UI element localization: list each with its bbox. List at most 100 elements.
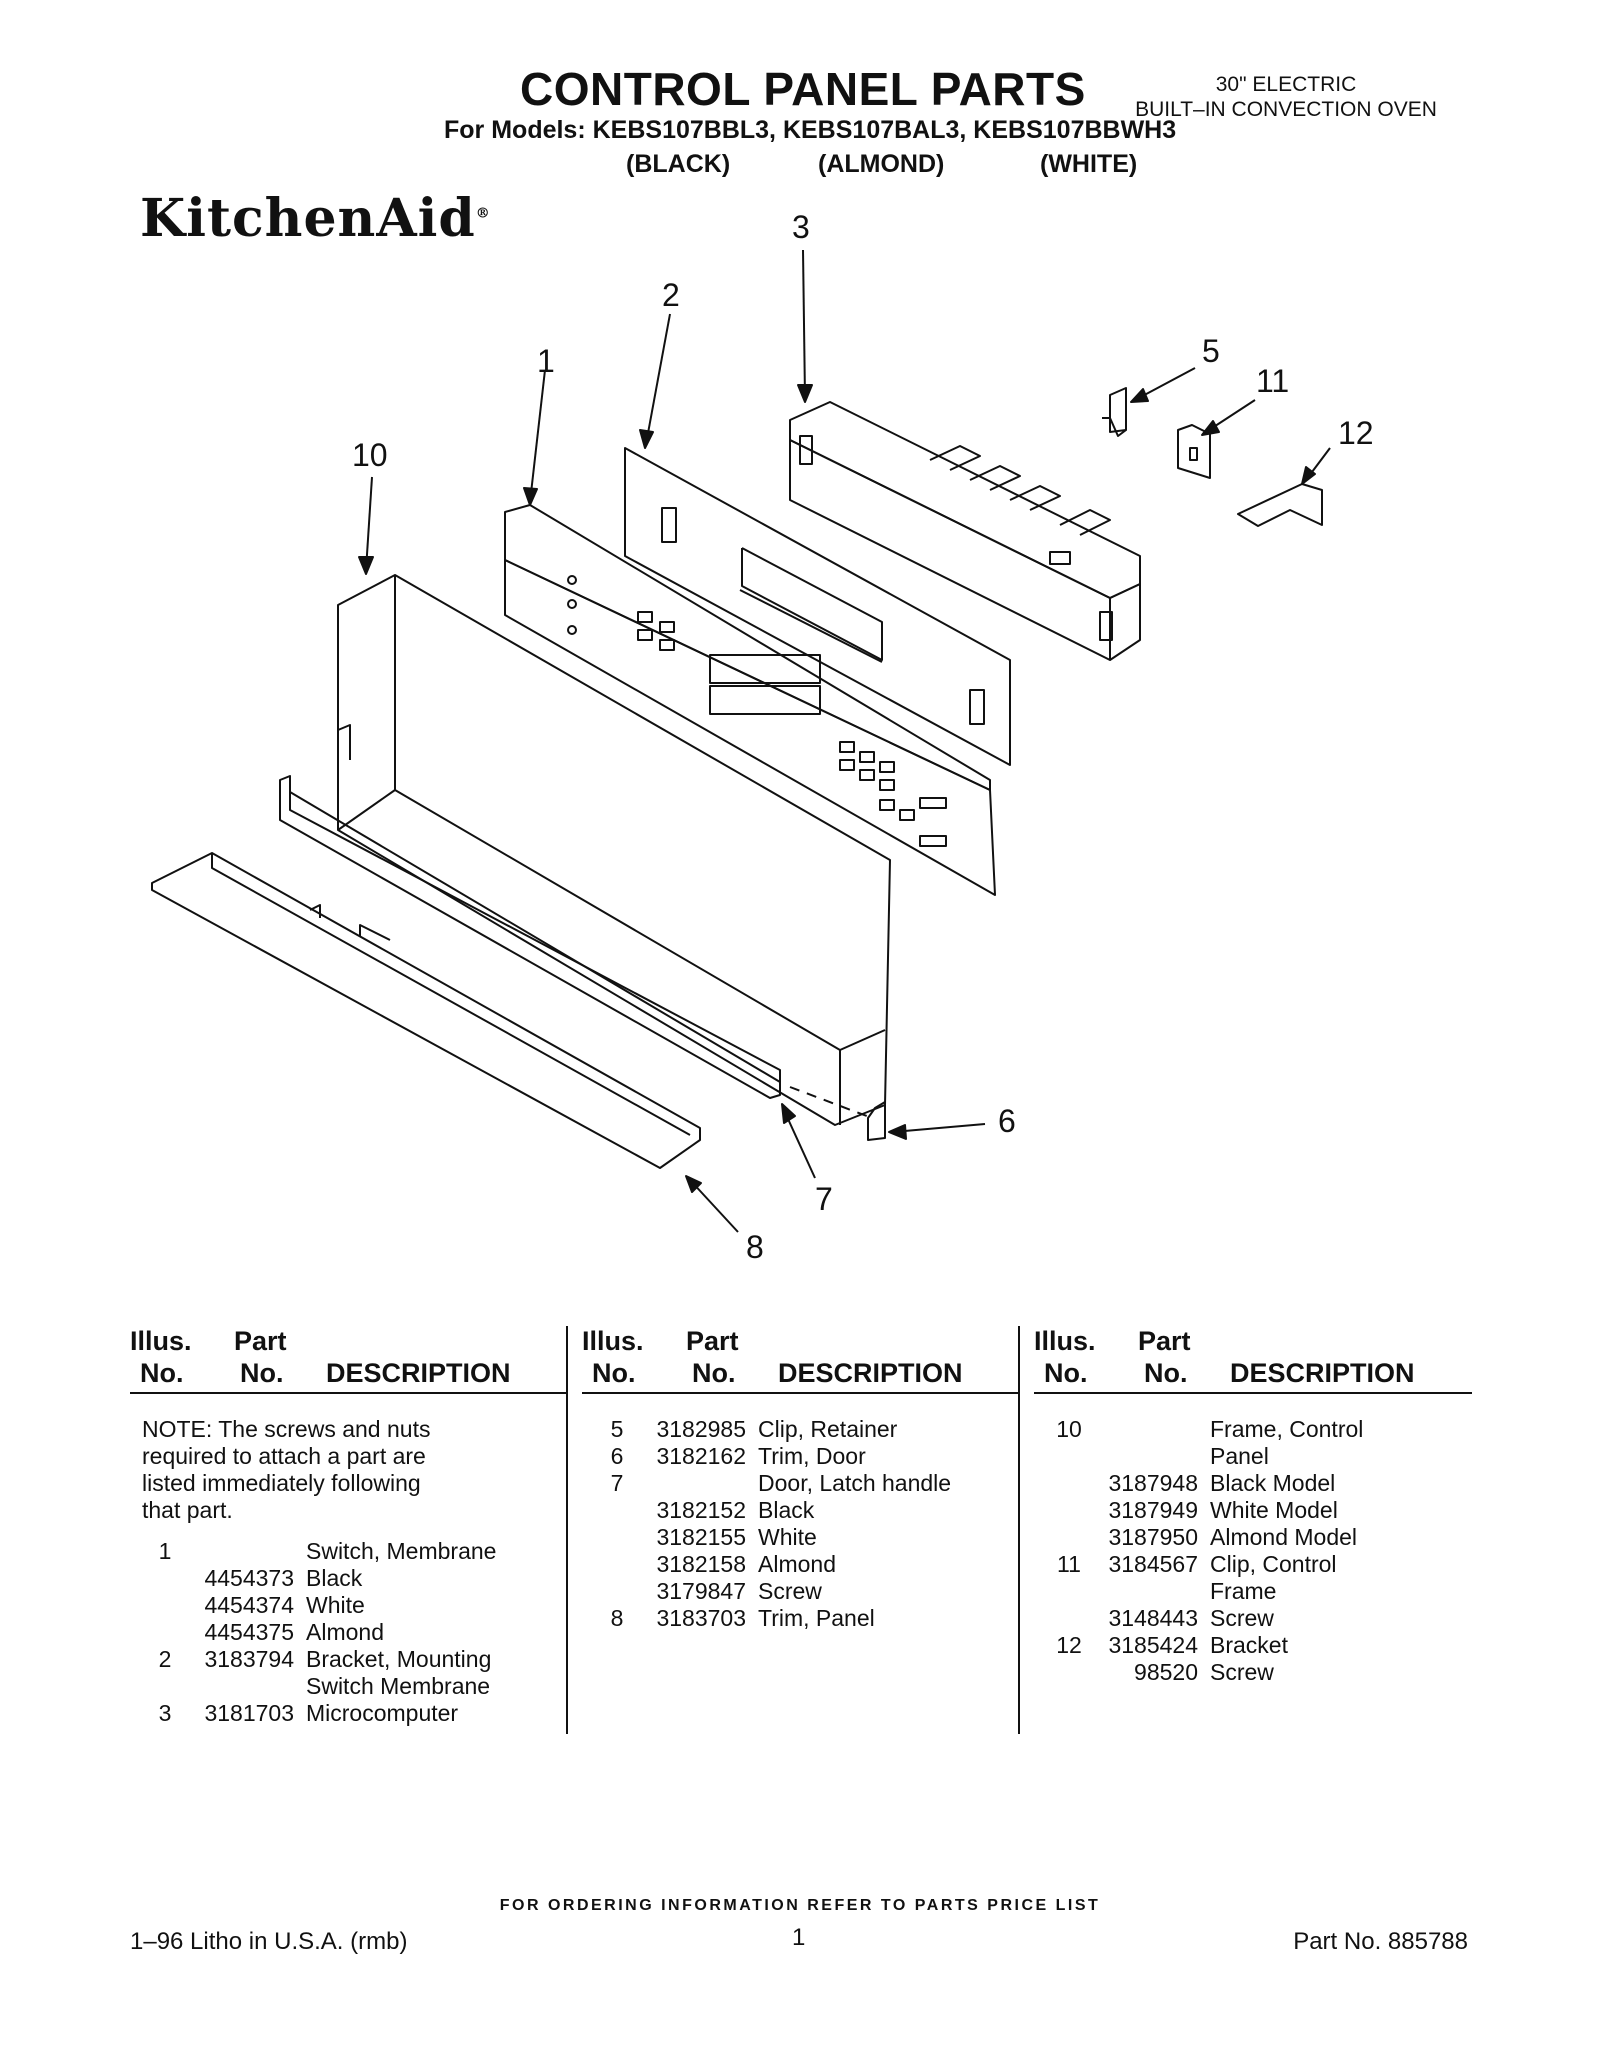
illus-no-cell: 3 (158, 1700, 172, 1726)
part-no-cell: 4454373 (204, 1565, 294, 1591)
description-cell: Switch, Membrane (306, 1538, 497, 1564)
part-no-cell: 3181703 (204, 1700, 294, 1726)
description-cell: Almond (306, 1619, 384, 1645)
table-row: 3182155 White (582, 1524, 1020, 1551)
description-cell: Screw (758, 1578, 822, 1604)
brand-logo-text: KitchenAid (140, 188, 476, 249)
header-illus-no: No. (592, 1358, 636, 1388)
part-no-cell: 3182158 (656, 1551, 746, 1577)
parts-column-3: Illus. No. Part No. DESCRIPTION 10 Frame,… (1034, 1326, 1472, 1686)
exploded-parts-diagram: 1 2 3 5 6 7 8 10 11 12 (151, 209, 1374, 1265)
illus-no-cell: 6 (610, 1443, 624, 1469)
note-line: listed immediately following (142, 1470, 421, 1496)
illus-no-cell: 1 (158, 1538, 172, 1564)
trim-door-part (789, 1086, 886, 1141)
header-description: DESCRIPTION (778, 1358, 963, 1388)
description-cell: Frame, Control (1210, 1416, 1364, 1442)
table-header: Illus. No. Part No. DESCRIPTION (1034, 1326, 1472, 1394)
header-illus: Illus. (582, 1326, 644, 1356)
part-no-cell: 4454375 (204, 1619, 294, 1645)
callout-11: 11 (1256, 363, 1289, 399)
callout-numbers: 1 2 3 5 6 7 8 10 11 12 (352, 209, 1374, 1265)
part-no-cell: 3182985 (656, 1416, 746, 1442)
description-cell: Almond (758, 1551, 836, 1577)
table-row: 3182152 Black (582, 1497, 1020, 1524)
header-part: Part (686, 1326, 739, 1356)
part-no-cell: 3182152 (656, 1497, 746, 1523)
header-part: Part (1138, 1326, 1191, 1356)
clip-retainer-part (1102, 387, 1127, 437)
header-description: DESCRIPTION (326, 1358, 511, 1388)
table-note: NOTE: The screws and nuts required to at… (130, 1416, 568, 1524)
description-cell: Screw (1210, 1605, 1274, 1631)
part-no-cell: 3183794 (204, 1646, 294, 1672)
callout-12: 12 (1338, 415, 1374, 451)
latch-handle-part (279, 775, 781, 1099)
bracket-part (1237, 483, 1323, 527)
table-row: 4454375 Almond (130, 1619, 568, 1646)
page-title: CONTROL PANEL PARTS (520, 63, 1086, 115)
table-row: 1 Switch, Membrane (130, 1538, 568, 1565)
switch-membrane-part (504, 504, 996, 896)
page-number: 1 (792, 1924, 806, 1951)
callout-5: 5 (1202, 333, 1220, 369)
header-part: Part (234, 1326, 287, 1356)
description-cell: Bracket, Mounting (306, 1646, 492, 1672)
description-cell: Black (306, 1565, 363, 1591)
illus-no-cell: 5 (610, 1416, 624, 1442)
header-illus-no: No. (1044, 1358, 1088, 1388)
header-illus-no: No. (140, 1358, 184, 1388)
product-type-line1: 30" ELECTRIC (1215, 73, 1357, 96)
description-cell: Trim, Door (758, 1443, 866, 1469)
document-part-number: Part No. 885788 (1293, 1928, 1468, 1955)
table-row: 3182158 Almond (582, 1551, 1020, 1578)
callout-6: 6 (998, 1103, 1016, 1139)
part-no-cell: 3187950 (1108, 1524, 1198, 1550)
column-divider (566, 1326, 568, 1734)
description-cell: White (758, 1524, 817, 1550)
description-cell: Frame (1210, 1578, 1277, 1604)
callout-7: 7 (815, 1181, 833, 1217)
table-row: 4454373 Black (130, 1565, 568, 1592)
description-cell: Trim, Panel (758, 1605, 875, 1631)
description-cell: Clip, Retainer (758, 1416, 898, 1442)
mounting-bracket-part (624, 447, 1011, 766)
column-divider (1018, 1326, 1020, 1734)
header-illus: Illus. (1034, 1326, 1096, 1356)
models-subtitle: For Models: KEBS107BBL3, KEBS107BAL3, KE… (444, 116, 1177, 144)
part-no-cell: 3185424 (1108, 1632, 1198, 1658)
header-part-no: No. (1144, 1358, 1188, 1388)
illus-no-cell: 10 (1056, 1416, 1082, 1442)
description-cell: Black Model (1210, 1470, 1336, 1496)
header-part-no: No. (240, 1358, 284, 1388)
description-cell: Microcomputer (306, 1700, 459, 1726)
description-cell: Clip, Control (1210, 1551, 1337, 1577)
description-cell: Bracket (1210, 1632, 1288, 1658)
description-cell: Almond Model (1210, 1524, 1358, 1550)
part-no-cell: 3187948 (1108, 1470, 1198, 1496)
description-cell: Door, Latch handle (758, 1470, 952, 1496)
part-no-cell: 3182162 (656, 1443, 746, 1469)
illus-no-cell: 7 (610, 1470, 624, 1496)
callout-2: 2 (662, 277, 680, 313)
description-cell: Black (758, 1497, 815, 1523)
product-type: 30" ELECTRIC BUILT–IN CONVECTION OVEN (1116, 72, 1456, 122)
table-header: Illus. No. Part No. DESCRIPTION (582, 1326, 1020, 1394)
table-row: 3 3181703 Microcomputer (130, 1700, 568, 1727)
description-cell: Screw (1210, 1659, 1274, 1685)
part-no-cell: 3187949 (1108, 1497, 1198, 1523)
table-row: 6 3182162 Trim, Door (582, 1443, 1020, 1470)
parts-column-1: Illus. No. Part No. DESCRIPTION NOTE: Th… (130, 1326, 568, 1727)
description-cell: Panel (1210, 1443, 1269, 1469)
color-almond-label: (ALMOND) (818, 150, 945, 178)
brand-logo: KitchenAid® (140, 188, 491, 249)
color-white-label: (WHITE) (1040, 150, 1138, 178)
callout-3: 3 (792, 209, 810, 245)
part-no-cell: 3182155 (656, 1524, 746, 1550)
